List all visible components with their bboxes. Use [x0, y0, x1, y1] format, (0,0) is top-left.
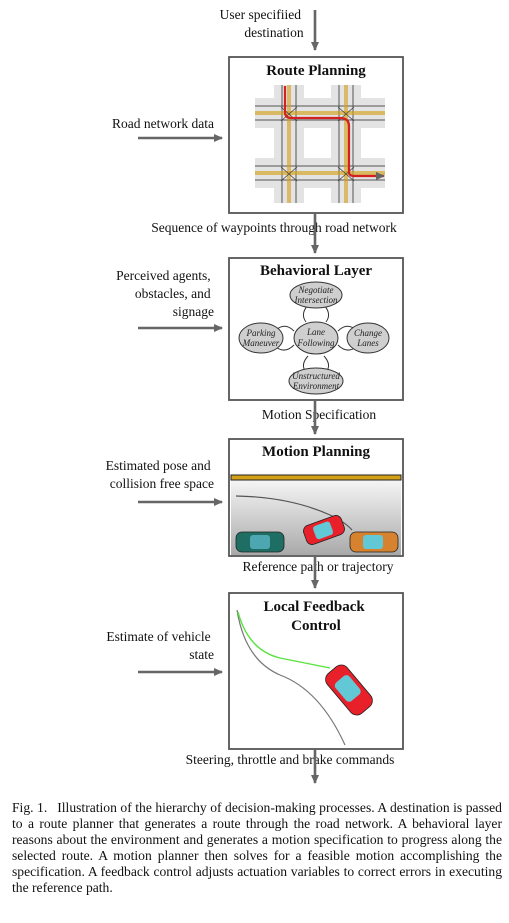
- motion-planning-title: Motion Planning: [262, 444, 370, 460]
- parked-car-teal: [235, 531, 285, 553]
- behavioral-layer-title: Behavioral Layer: [260, 263, 372, 279]
- controlled-car: [325, 664, 373, 716]
- reference-label: Reference path or trajectory: [242, 559, 393, 574]
- parked-car-orange: [349, 531, 399, 553]
- road-network-map: [255, 85, 385, 203]
- road-network-label: Road network data: [112, 116, 214, 131]
- waypoints-label: Sequence of waypoints through road netwo…: [151, 220, 397, 235]
- caption-label: Fig. 1.: [12, 800, 48, 815]
- motion-spec-label: Motion Specification: [262, 407, 377, 422]
- route-path: [283, 86, 385, 180]
- ego-car: [303, 515, 345, 545]
- motion-planning-box: Motion Planning: [228, 438, 404, 557]
- vehicle-state-label: Estimate of vehicle state: [106, 629, 214, 662]
- local-feedback-control-title: Local Feedback Control: [264, 599, 369, 634]
- destination-label: User specifiied destination: [220, 7, 305, 40]
- route-planning-title: Route Planning: [266, 63, 366, 79]
- perceived-label: Perceived agents, obstacles, and signage: [116, 268, 214, 319]
- actual-path-line: [237, 611, 331, 669]
- reference-path-line: [236, 609, 346, 746]
- caption-text: Illustration of the hierarchy of decisio…: [12, 800, 502, 895]
- local-feedback-control-box: Local Feedback Control: [228, 592, 404, 750]
- commands-label: Steering, throttle and brake commands: [186, 752, 395, 767]
- figure-caption: Fig. 1.Illustration of the hierarchy of …: [12, 800, 502, 896]
- route-planning-box: Route Planning: [228, 56, 404, 214]
- pose-label: Estimated pose and collision free space: [106, 458, 214, 491]
